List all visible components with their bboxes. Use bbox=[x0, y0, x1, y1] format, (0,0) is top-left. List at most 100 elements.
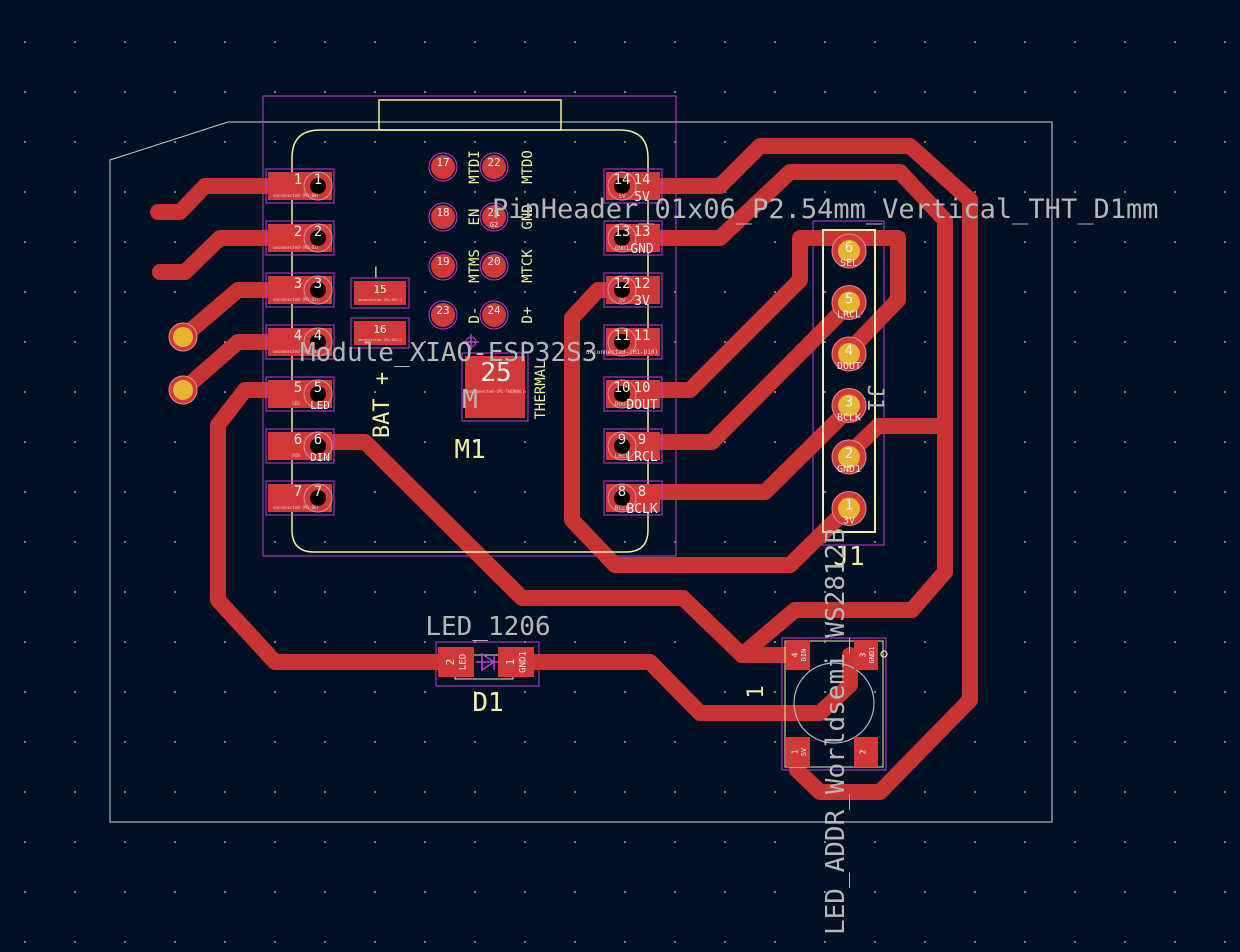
grid-dot bbox=[724, 791, 726, 793]
grid-dot bbox=[624, 91, 626, 93]
m1-pad-number: 11 bbox=[614, 328, 631, 344]
grid-dot bbox=[374, 391, 376, 393]
grid-dot bbox=[1024, 191, 1026, 193]
j1-reference-fab: J1 bbox=[862, 385, 887, 412]
m1-back-pad-copper bbox=[482, 254, 506, 278]
grid-dot bbox=[774, 791, 776, 793]
grid-dot bbox=[1124, 441, 1126, 443]
grid-dot bbox=[474, 891, 476, 893]
grid-dot bbox=[724, 741, 726, 743]
d1-pad-net: GND1 bbox=[519, 651, 529, 673]
grid-dot bbox=[74, 541, 76, 543]
grid-dot bbox=[1074, 41, 1076, 43]
m1-pad-drill bbox=[310, 282, 326, 298]
courtyard-ws bbox=[781, 637, 887, 771]
grid-dot bbox=[624, 541, 626, 543]
grid-dot bbox=[1224, 41, 1226, 43]
m1-pad-courtyard bbox=[265, 324, 335, 360]
grid-dot bbox=[1174, 141, 1176, 143]
ws-pad-copper bbox=[786, 640, 810, 670]
grid-dot bbox=[174, 291, 176, 293]
grid-dot bbox=[474, 791, 476, 793]
j1-pin-number: 1 bbox=[845, 498, 853, 514]
m1-value-text: Module_XIAO-ESP32S3 bbox=[300, 338, 597, 368]
grid-dot bbox=[874, 841, 876, 843]
grid-dot bbox=[874, 691, 876, 693]
grid-dot bbox=[24, 591, 26, 593]
grid-dot bbox=[474, 941, 476, 943]
m1-pad-net-name: DIN bbox=[292, 453, 300, 458]
grid-dot bbox=[124, 341, 126, 343]
grid-dot bbox=[924, 241, 926, 243]
grid-dot bbox=[774, 541, 776, 543]
grid-dot bbox=[1074, 541, 1076, 543]
grid-dot bbox=[174, 791, 176, 793]
grid-dot bbox=[274, 941, 276, 943]
m1-pad-number-drill: 1 bbox=[314, 172, 322, 188]
m1-back-pad-label: MTDO bbox=[520, 150, 536, 184]
ws-pad-net: DIN bbox=[800, 649, 808, 662]
grid-dot bbox=[1174, 691, 1176, 693]
grid-dot bbox=[1124, 691, 1126, 693]
grid-dot bbox=[474, 241, 476, 243]
grid-dot bbox=[1224, 191, 1226, 193]
grid-dot bbox=[124, 841, 126, 843]
grid-dot bbox=[724, 291, 726, 293]
ws-pad-number: 4 bbox=[791, 652, 800, 657]
grid-dot bbox=[424, 91, 426, 93]
m1-pad-number: 2 bbox=[294, 224, 302, 240]
grid-dot bbox=[1124, 791, 1126, 793]
grid-dot bbox=[924, 341, 926, 343]
grid-dot bbox=[174, 641, 176, 643]
grid-dot bbox=[174, 541, 176, 543]
m1-back-pad-courtyard bbox=[479, 152, 509, 182]
grid-dot bbox=[1124, 391, 1126, 393]
grid-dot bbox=[1074, 691, 1076, 693]
m1-back-pad-label: MTDI bbox=[467, 150, 483, 184]
grid-dot bbox=[274, 891, 276, 893]
m1-pad-courtyard bbox=[603, 220, 663, 256]
grid-dot bbox=[774, 891, 776, 893]
grid-dot bbox=[724, 341, 726, 343]
grid-dot bbox=[624, 941, 626, 943]
trace-dout bbox=[617, 230, 906, 398]
m1-back-pad-copper bbox=[431, 303, 455, 327]
m1-pad-net-tag: 3V bbox=[634, 294, 650, 309]
m1-pad-net-name: LRCL bbox=[615, 453, 630, 460]
grid-dot bbox=[824, 191, 826, 193]
grid-dot bbox=[1174, 541, 1176, 543]
m1-pad-net-name: DOUT bbox=[615, 401, 630, 408]
grid-dot bbox=[324, 841, 326, 843]
grid-dot bbox=[1174, 841, 1176, 843]
grid-dot bbox=[874, 941, 876, 943]
grid-dot bbox=[1124, 141, 1126, 143]
m1-pad-net-name: BCLK bbox=[615, 505, 630, 512]
d1-reference-fab: D1 bbox=[472, 688, 503, 718]
m1-back-pad-copper bbox=[482, 205, 506, 229]
m1-pad-net-tag: BCLK bbox=[626, 502, 657, 517]
grid-dot bbox=[974, 191, 976, 193]
m1-pad-net-name: unconnected-(M1-D0) bbox=[273, 193, 319, 198]
grid-dot bbox=[1174, 41, 1176, 43]
grid-dot bbox=[224, 691, 226, 693]
grid-dot bbox=[374, 241, 376, 243]
m1-thermal-courtyard bbox=[461, 352, 529, 422]
grid-dot bbox=[24, 41, 26, 43]
trace-led bbox=[210, 382, 468, 670]
m1-pad-courtyard bbox=[265, 168, 335, 204]
ws-pad-number: 3 bbox=[859, 652, 868, 657]
grid-dot bbox=[724, 891, 726, 893]
m1-back-pad-net: G2 bbox=[490, 221, 498, 229]
m1-pad-number: 12 bbox=[614, 276, 631, 292]
m1-back-pad-label: GND bbox=[520, 204, 536, 229]
m1-pad-drill bbox=[310, 386, 326, 402]
grid-dot bbox=[274, 591, 276, 593]
m1-pad-drill bbox=[310, 490, 326, 506]
grid-dot bbox=[1174, 491, 1176, 493]
grid-dot bbox=[574, 241, 576, 243]
m1-back-pad-number: 17 bbox=[436, 156, 449, 169]
